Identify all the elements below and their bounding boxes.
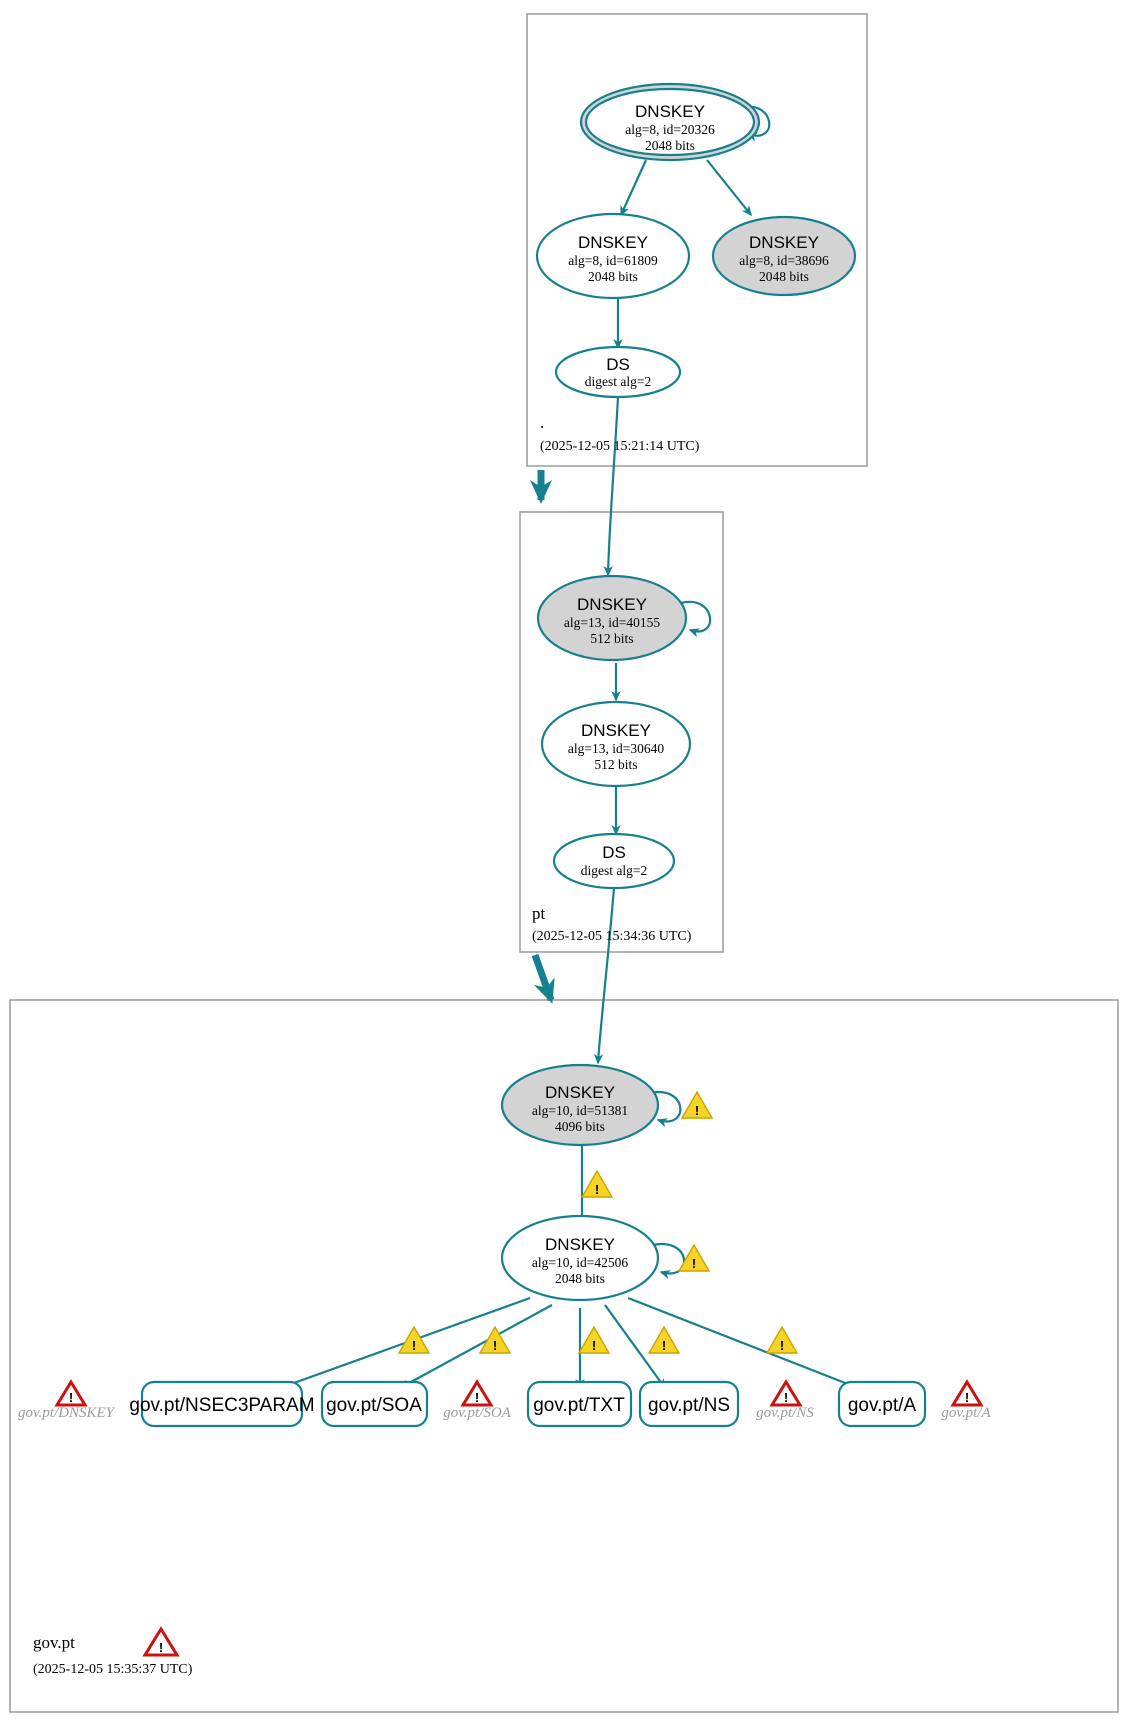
node-root-ds-type: DS <box>606 355 630 374</box>
warning-icon-a-glyph: ! <box>780 1338 784 1353</box>
edge-pt-ksk-self <box>680 600 712 638</box>
zone-box-govpt <box>9 999 1119 1713</box>
zone-label-root: . <box>540 413 544 432</box>
zone-label-pt: pt <box>532 904 546 923</box>
edge-root-ksk-to-zsk <box>619 159 648 217</box>
warning-icon-ns[interactable]: ! <box>647 1325 681 1354</box>
zone-timestamp-govpt: (2025-12-05 15:35:37 UTC) <box>33 1662 193 1677</box>
node-root-extra-alg: alg=8, id=38696 <box>739 253 829 268</box>
edge-govpt-zsk-self <box>652 1242 686 1280</box>
edge-govpt-zsk-to-a <box>627 1296 860 1390</box>
node-root-zsk[interactable]: DNSKEY alg=8, id=61809 2048 bits <box>535 212 691 300</box>
node-root-extra-key[interactable]: DNSKEY alg=8, id=38696 2048 bits <box>711 215 857 297</box>
zone-label-govpt: gov.pt <box>33 1633 75 1652</box>
ghost-rrset-soa-label: gov.pt/SOA <box>443 1405 511 1421</box>
rrset-nsec3param[interactable]: gov.pt/NSEC3PARAM <box>129 1380 315 1428</box>
edge-govpt-zsk-to-soa <box>398 1304 553 1389</box>
zone-box-pt <box>519 511 724 953</box>
error-icon-govpt-a-glyph: ! <box>965 1390 969 1405</box>
node-root-extra-type: DNSKEY <box>749 233 819 252</box>
warning-icon-txt-glyph: ! <box>592 1338 596 1353</box>
error-icon-zone-govpt-glyph: ! <box>159 1640 163 1655</box>
ghost-rrset-ns-label: gov.pt/NS <box>756 1405 814 1421</box>
ghost-rrset-a-label: gov.pt/A <box>941 1405 991 1421</box>
warning-icon-ns-glyph: ! <box>662 1338 666 1353</box>
node-root-ds-digest: digest alg=2 <box>585 374 651 389</box>
error-icon-govpt-dnskey-glyph: ! <box>69 1390 73 1405</box>
warning-icon-a[interactable]: ! <box>765 1325 799 1354</box>
node-root-zsk-type: DNSKEY <box>578 233 648 252</box>
node-root-ksk-alg: alg=8, id=20326 <box>625 122 715 137</box>
node-root-zsk-size: 2048 bits <box>588 269 638 284</box>
node-govpt-zsk-alg: alg=10, id=42506 <box>532 1255 628 1270</box>
warning-icon-soa[interactable]: ! <box>478 1325 512 1354</box>
edge-govpt-ksk-self <box>649 1090 682 1128</box>
edge-root-ksk-to-extra <box>706 159 752 217</box>
warning-icon-govpt-zsk-glyph: ! <box>692 1256 696 1271</box>
edge-root-ds-to-pt-ksk <box>603 396 620 577</box>
warning-icon-ksk-to-zsk-glyph: ! <box>595 1182 599 1197</box>
node-root-ksk[interactable]: DNSKEY alg=8, id=20326 2048 bits <box>579 82 761 162</box>
zone-timestamp-root: (2025-12-05 15:21:14 UTC) <box>540 439 700 454</box>
node-pt-zsk-type: DNSKEY <box>581 721 651 740</box>
rrset-a[interactable]: gov.pt/A <box>837 1380 927 1428</box>
rrset-txt-label: gov.pt/TXT <box>533 1395 625 1416</box>
warning-icon-nsec3param-glyph: ! <box>412 1338 416 1353</box>
warning-icon-ksk-to-zsk[interactable]: ! <box>580 1169 614 1198</box>
node-pt-ksk-type: DNSKEY <box>577 595 647 614</box>
node-govpt-ksk-type: DNSKEY <box>545 1083 615 1102</box>
error-icon-govpt-soa-glyph: ! <box>475 1390 479 1405</box>
zone-timestamp-pt: (2025-12-05 15:34:36 UTC) <box>532 929 692 944</box>
node-pt-zsk-alg: alg=13, id=30640 <box>568 741 664 756</box>
node-pt-zsk[interactable]: DNSKEY alg=13, id=30640 512 bits <box>540 700 692 788</box>
rrset-soa-label: gov.pt/SOA <box>326 1395 422 1416</box>
node-pt-ksk-alg: alg=13, id=40155 <box>564 615 660 630</box>
rrset-nsec3param-label: gov.pt/NSEC3PARAM <box>129 1395 314 1416</box>
edge-govpt-zsk-to-ns <box>604 1304 666 1390</box>
warning-icon-nsec3param[interactable]: ! <box>397 1325 431 1354</box>
node-root-ksk-type: DNSKEY <box>635 102 705 121</box>
node-pt-ksk[interactable]: DNSKEY alg=13, id=40155 512 bits <box>536 574 688 662</box>
rrset-a-label: gov.pt/A <box>848 1395 917 1416</box>
error-icon-govpt-ns-glyph: ! <box>784 1390 788 1405</box>
warning-icon-govpt-ksk[interactable]: ! <box>680 1090 714 1119</box>
rrset-ns-label: gov.pt/NS <box>648 1395 730 1416</box>
error-icon-govpt-soa[interactable]: ! <box>460 1379 494 1407</box>
rrset-txt[interactable]: gov.pt/TXT <box>526 1380 633 1428</box>
warning-icon-txt[interactable]: ! <box>577 1325 611 1354</box>
node-govpt-ksk[interactable]: DNSKEY alg=10, id=51381 4096 bits <box>500 1063 660 1147</box>
error-icon-govpt-dnskey[interactable]: ! <box>54 1379 88 1407</box>
error-icon-govpt-ns[interactable]: ! <box>769 1379 803 1407</box>
warning-icon-govpt-zsk[interactable]: ! <box>677 1243 711 1272</box>
edge-pt-ds-to-govpt-ksk <box>593 887 616 1065</box>
node-pt-ds-digest: digest alg=2 <box>581 863 647 878</box>
node-root-extra-size: 2048 bits <box>759 269 809 284</box>
rrset-ns[interactable]: gov.pt/NS <box>638 1380 740 1428</box>
node-govpt-ksk-alg: alg=10, id=51381 <box>532 1103 628 1118</box>
node-pt-ksk-size: 512 bits <box>590 631 633 646</box>
error-icon-govpt-a[interactable]: ! <box>950 1379 984 1407</box>
error-icon-zone-govpt[interactable]: ! <box>142 1626 180 1657</box>
warning-icon-soa-glyph: ! <box>493 1338 497 1353</box>
node-root-ds[interactable]: DS digest alg=2 <box>554 345 682 399</box>
node-pt-ds[interactable]: DS digest alg=2 <box>552 832 676 890</box>
warning-icon-govpt-ksk-glyph: ! <box>695 1103 699 1118</box>
rrset-soa[interactable]: gov.pt/SOA <box>320 1380 429 1428</box>
node-pt-ds-type: DS <box>602 843 626 862</box>
node-govpt-ksk-size: 4096 bits <box>555 1119 605 1134</box>
node-govpt-zsk-type: DNSKEY <box>545 1235 615 1254</box>
node-root-ksk-size: 2048 bits <box>645 138 695 153</box>
ghost-rrset-dnskey-label: gov.pt/DNSKEY <box>18 1405 116 1421</box>
zone-box-root <box>526 13 868 467</box>
node-govpt-zsk[interactable]: DNSKEY alg=10, id=42506 2048 bits <box>500 1214 660 1302</box>
edge-delegation-pt-to-govpt <box>531 953 555 1004</box>
node-govpt-zsk-size: 2048 bits <box>555 1271 605 1286</box>
node-root-zsk-alg: alg=8, id=61809 <box>568 253 658 268</box>
node-pt-zsk-size: 512 bits <box>594 757 637 772</box>
